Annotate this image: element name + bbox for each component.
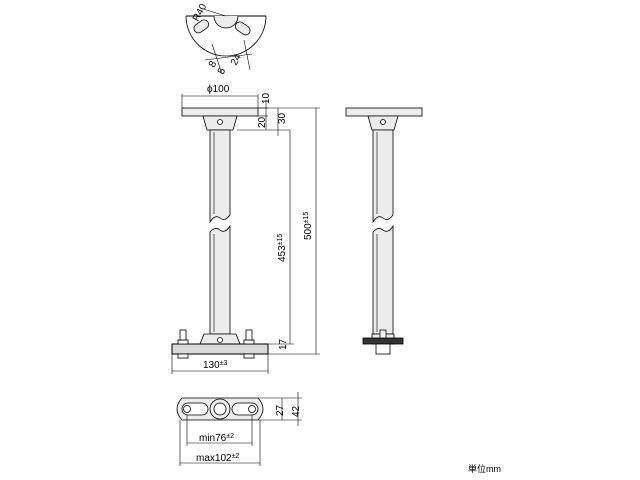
side-view — [345, 107, 423, 355]
flange-center-boss — [213, 15, 239, 29]
base-bolt-left — [179, 329, 187, 341]
base-bottom-view: 27 42 min76±2 max102±2 — [176, 392, 302, 466]
upper-pipe — [209, 129, 231, 224]
base-nut-right-top — [243, 339, 255, 345]
dim-27-label: 27 — [275, 404, 286, 416]
dim-500-label: 500±15 — [303, 212, 314, 240]
dim-min-label: min76±2 — [199, 433, 234, 444]
base-nut-right-bottom — [243, 353, 255, 359]
side-top-flange — [345, 107, 423, 117]
flange-slot-right — [234, 21, 251, 36]
slot-right-bolt-a — [248, 405, 256, 413]
radius-leader — [199, 7, 227, 17]
dim-8-label: 8 — [207, 59, 220, 69]
side-lower-pipe — [372, 224, 394, 335]
base-nut-left-bottom — [177, 353, 189, 359]
side-top-bolt — [380, 119, 386, 125]
dim-24-label: 24 — [229, 52, 244, 67]
lower-pipe — [209, 224, 231, 335]
base-plate — [171, 343, 269, 355]
flange-slot-left — [193, 19, 210, 34]
side-base-bolt — [379, 329, 387, 339]
dim-453-label: 453±15 — [277, 234, 288, 262]
slot-left-bolt-a — [183, 405, 191, 413]
dim-17-label: 17 — [278, 338, 289, 350]
dim-10-label: 10 — [261, 92, 272, 104]
top-bolt — [217, 119, 223, 125]
center-hub-inner — [213, 402, 227, 416]
dim-line-base — [204, 53, 253, 61]
top-flange-plate — [181, 107, 259, 117]
side-base-plate — [362, 337, 404, 345]
dim-20-label: 20 — [257, 116, 268, 128]
unit-label: 単位mm — [468, 463, 501, 474]
base-bolt-center — [217, 337, 223, 343]
base-bolt-right — [245, 329, 253, 341]
base-nut-left-top — [177, 339, 189, 345]
dim-max-label: max102±2 — [196, 453, 239, 464]
dim-130-label: 130±3 — [203, 360, 228, 371]
dim-42-label: 42 — [291, 405, 302, 417]
dim-5-label: 5 — [216, 66, 229, 76]
dim-30-label: 30 — [277, 112, 288, 124]
side-upper-pipe — [372, 129, 394, 224]
dim-line-8 — [211, 43, 223, 75]
side-base-nut — [375, 343, 391, 355]
phi-label: ϕ100 — [207, 84, 230, 95]
flange-top-detail: R40 8 5 24 — [185, 2, 267, 76]
dim-line-24 — [243, 39, 251, 71]
front-view: ϕ100 10 20 30 453±1 — [171, 84, 320, 374]
